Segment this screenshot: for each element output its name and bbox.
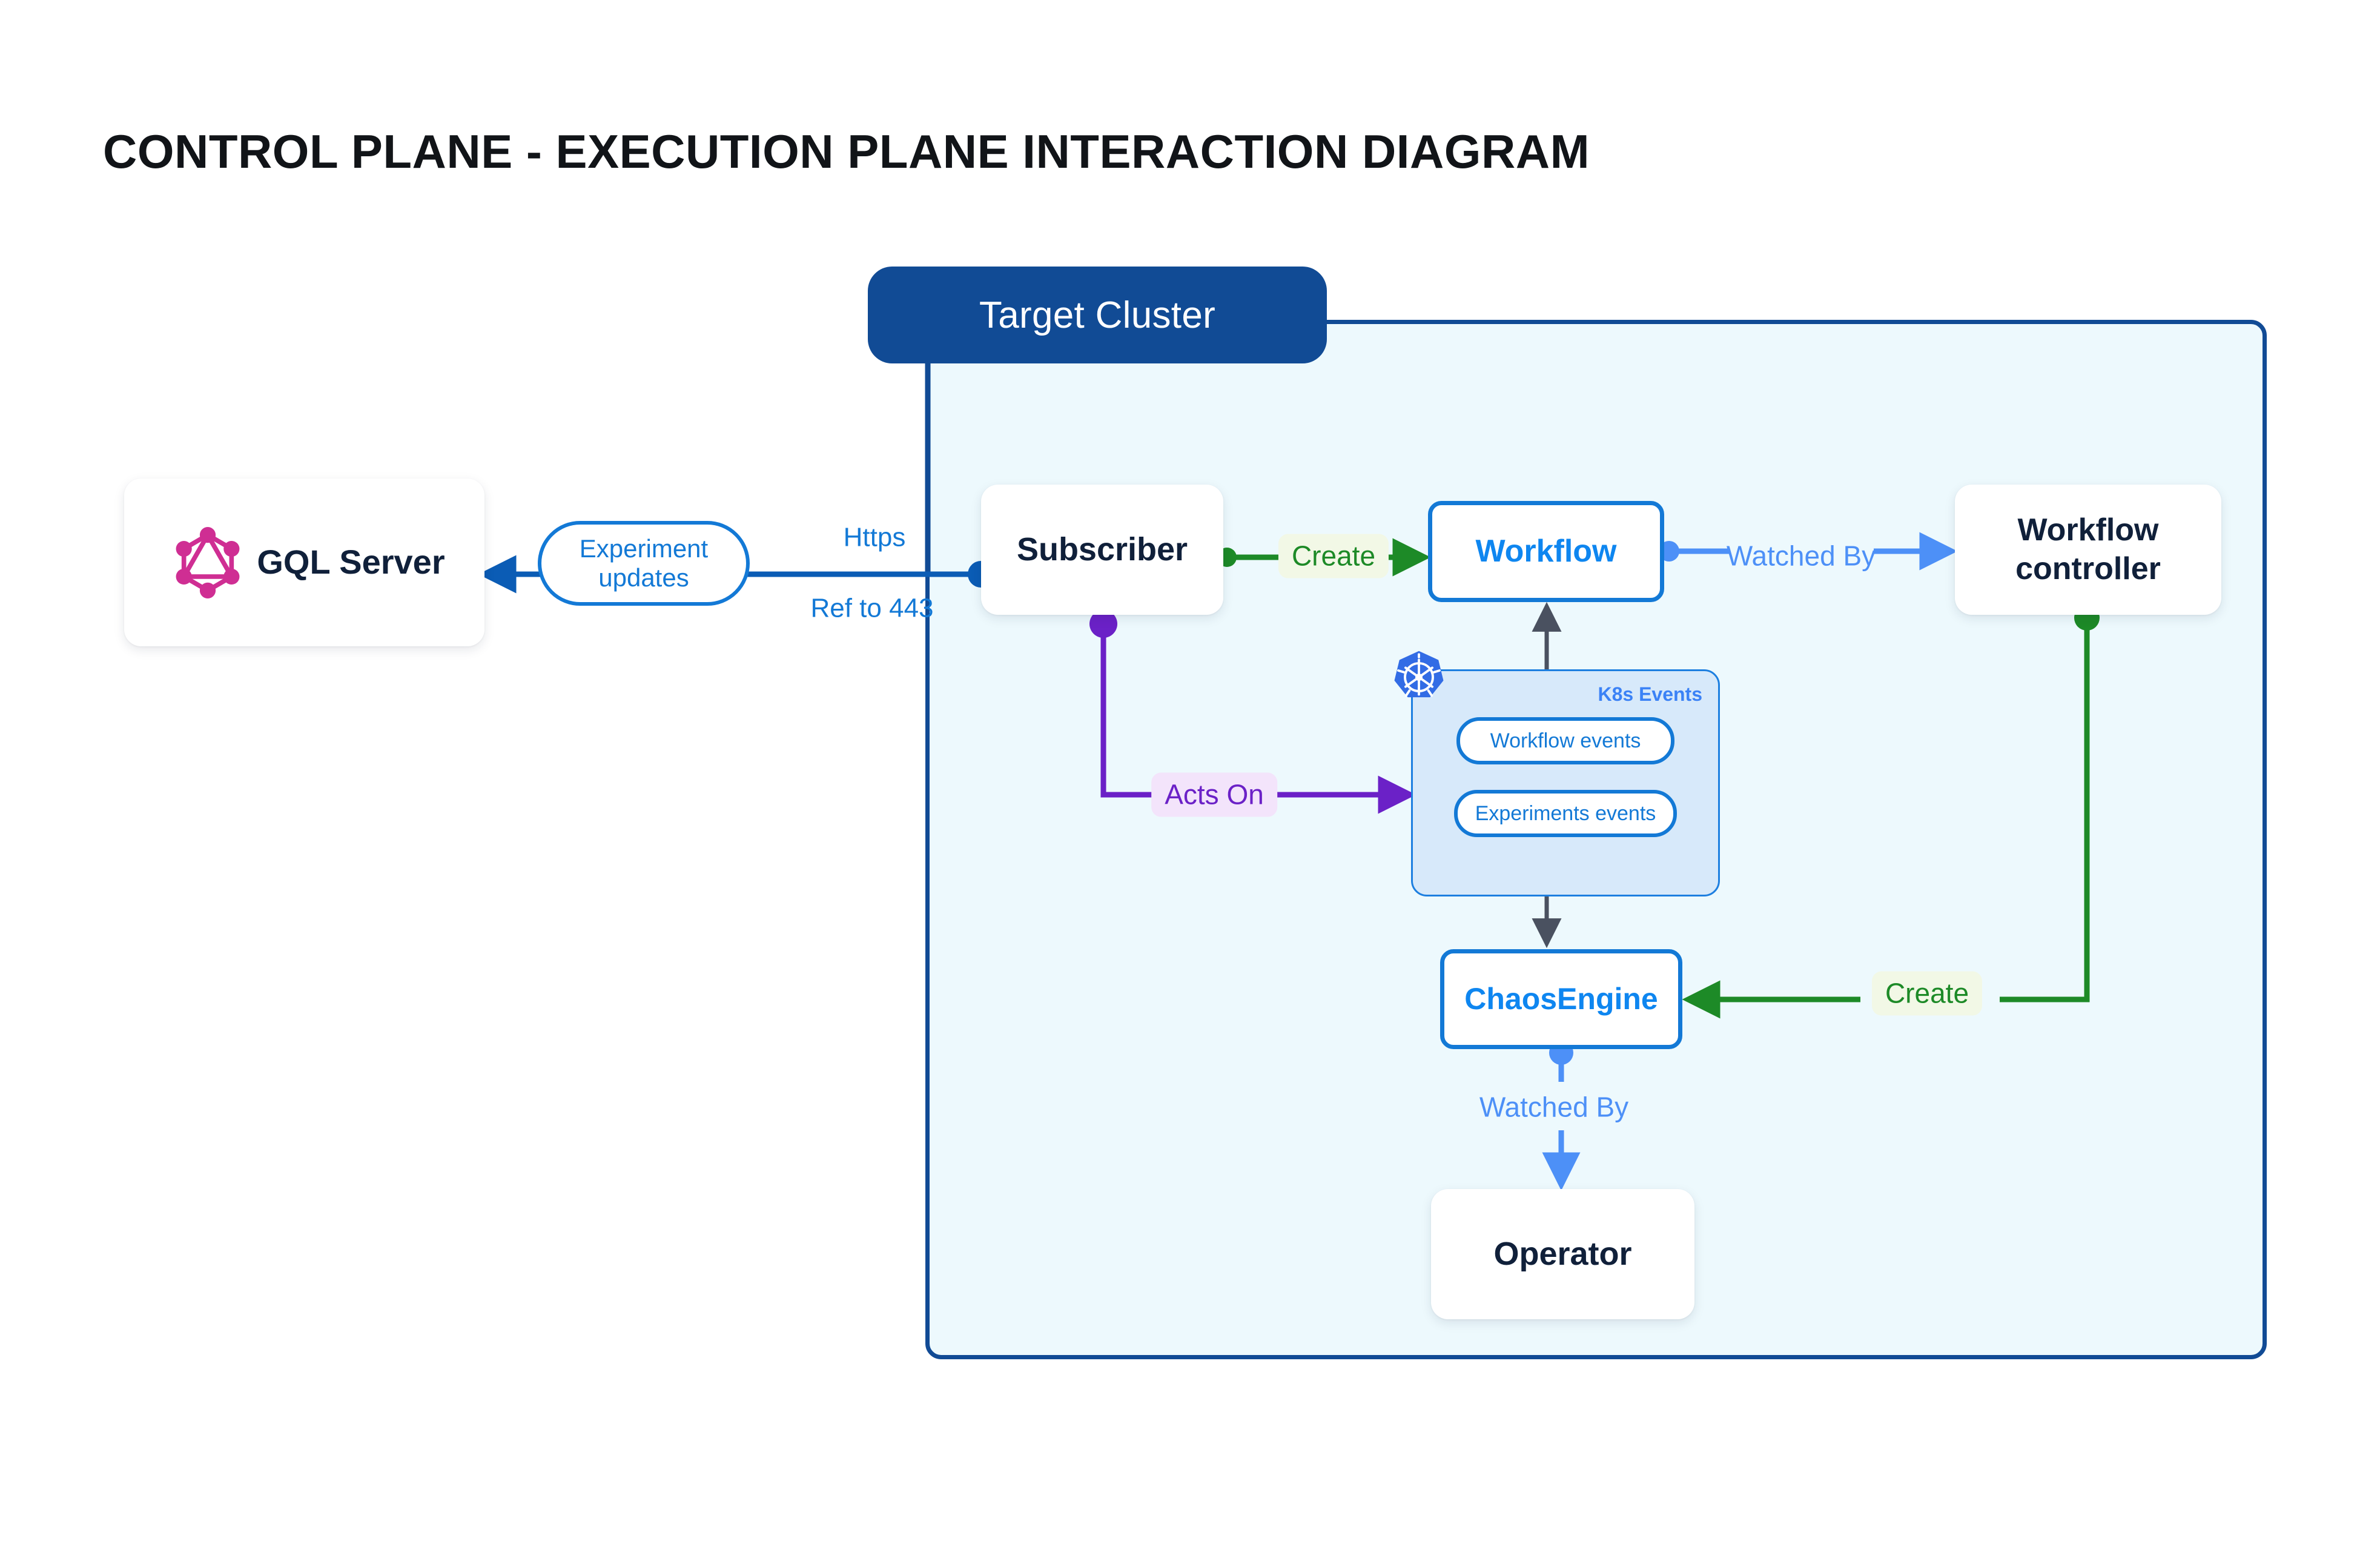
- k8s-pill-workflow-events-label: Workflow events: [1490, 729, 1641, 752]
- edge-label-create-workflow-text: Create: [1291, 540, 1376, 572]
- node-chaos-engine[interactable]: ChaosEngine: [1440, 949, 1682, 1049]
- node-gql-server[interactable]: GQL Server: [124, 479, 484, 646]
- edge-label-watched-by-operator-text: Watched By: [1479, 1091, 1629, 1123]
- node-workflow-controller-line2: controller: [2015, 551, 2161, 586]
- node-operator-label: Operator: [1493, 1235, 1632, 1272]
- node-workflow-label: Workflow: [1475, 533, 1617, 569]
- k8s-events-group: K8s Events Workflow events Experiments e…: [1394, 651, 1720, 896]
- target-cluster-header[interactable]: Target Cluster: [868, 267, 1327, 363]
- edge-label-create-chaosengine-text: Create: [1885, 977, 1969, 1009]
- node-chaos-engine-label: ChaosEngine: [1464, 982, 1658, 1016]
- edge-label-acts-on: Acts On: [1151, 772, 1277, 817]
- page-title: CONTROL PLANE - EXECUTION PLANE INTERACT…: [103, 125, 1590, 178]
- node-gql-server-label: GQL Server: [257, 543, 445, 581]
- node-operator[interactable]: Operator: [1431, 1189, 1694, 1319]
- node-workflow[interactable]: Workflow: [1428, 501, 1664, 602]
- edge-label-watched-by-operator: Watched By: [1479, 1092, 1628, 1124]
- edge-label-ref-to-443-text: Ref to 443: [810, 593, 934, 623]
- node-workflow-controller[interactable]: Workflow controller: [1955, 485, 2221, 615]
- k8s-events-title: K8s Events: [1598, 683, 1702, 705]
- edge-label-watched-by-controller: Watched By: [1727, 540, 1876, 572]
- k8s-pill-experiments-events[interactable]: Experiments events: [1454, 790, 1677, 837]
- edge-label-create-chaosengine: Create: [1871, 971, 1983, 1016]
- k8s-pill-experiments-events-label: Experiments events: [1475, 801, 1656, 825]
- edge-label-watched-by-controller-text: Watched By: [1726, 540, 1876, 572]
- graphql-icon: [176, 526, 240, 598]
- node-subscriber-label: Subscriber: [1016, 531, 1188, 568]
- edge-label-ref-to-443: Ref to 443: [810, 594, 933, 625]
- edge-label-acts-on-text: Acts On: [1165, 778, 1264, 810]
- edge-label-create-workflow: Create: [1278, 534, 1389, 578]
- node-workflow-controller-label: Workflow controller: [2015, 511, 2161, 588]
- edge-label-experiment-updates-line2: updates: [598, 563, 689, 592]
- node-subscriber[interactable]: Subscriber: [981, 485, 1223, 615]
- k8s-pill-workflow-events[interactable]: Workflow events: [1456, 717, 1674, 764]
- edge-label-https: Https: [844, 523, 906, 554]
- kubernetes-icon: [1394, 651, 1444, 698]
- target-cluster-label: Target Cluster: [979, 294, 1216, 336]
- node-workflow-controller-line1: Workflow: [2017, 512, 2159, 548]
- edge-label-experiment-updates-line1: Experiment: [579, 534, 709, 563]
- edge-label-https-text: Https: [843, 522, 906, 552]
- edge-label-experiment-updates: Experiment updates: [538, 521, 750, 606]
